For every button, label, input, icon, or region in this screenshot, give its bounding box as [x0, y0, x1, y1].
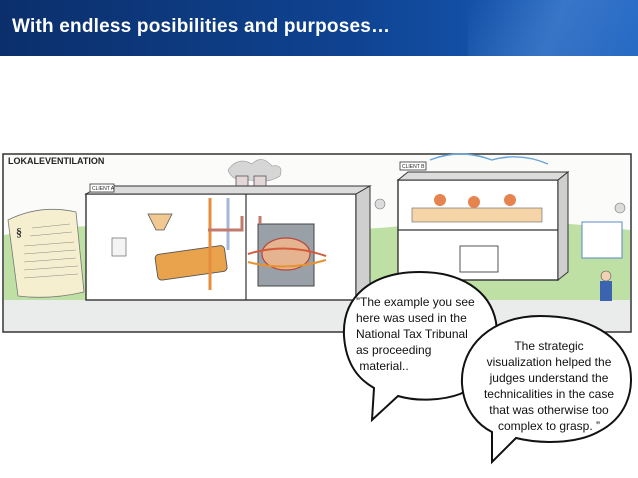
person-figure: [600, 281, 612, 301]
quote-2-line: judges understand the: [489, 371, 609, 385]
client-b-label: CLIENT B: [402, 164, 425, 170]
quote-2-line: visualization helped the: [486, 355, 612, 369]
funnel: [147, 213, 173, 231]
quote-2-line: complex to grasp. ”: [497, 419, 601, 433]
slide-title: With endless posibilities and purposes…: [12, 16, 391, 37]
quote-2-line: technicalities in the case: [483, 387, 615, 401]
quote-1-line: here was used in the: [356, 311, 467, 325]
quote-2-line: that was otherwise too: [489, 403, 609, 417]
quote-1-line: material..: [356, 359, 409, 373]
quote-1-line: National Tax Tribunal: [356, 327, 468, 341]
section-symbol: §: [16, 225, 22, 239]
client-a-sign: [89, 183, 115, 193]
speech-bubble-2: [460, 314, 632, 465]
quote-1-line: as proceeding: [356, 343, 432, 357]
client-a-label: CLIENT A: [92, 186, 115, 192]
quote-2-text: The strategic visualization helped the j…: [474, 338, 624, 434]
title-bar-decoration: [468, 0, 638, 56]
title-bar: With endless posibilities and purposes…: [0, 0, 638, 56]
client-b-sign: [399, 161, 427, 171]
quote-1-line: ”The example you see: [356, 295, 475, 309]
quote-1-text: ”The example you see here was used in th…: [356, 294, 486, 374]
speech-bubble-1: [342, 270, 498, 423]
law-document: [7, 208, 85, 298]
illustration-heading: LOKALEVENTILATION: [8, 156, 104, 166]
quote-2-line: The strategic: [514, 339, 584, 353]
